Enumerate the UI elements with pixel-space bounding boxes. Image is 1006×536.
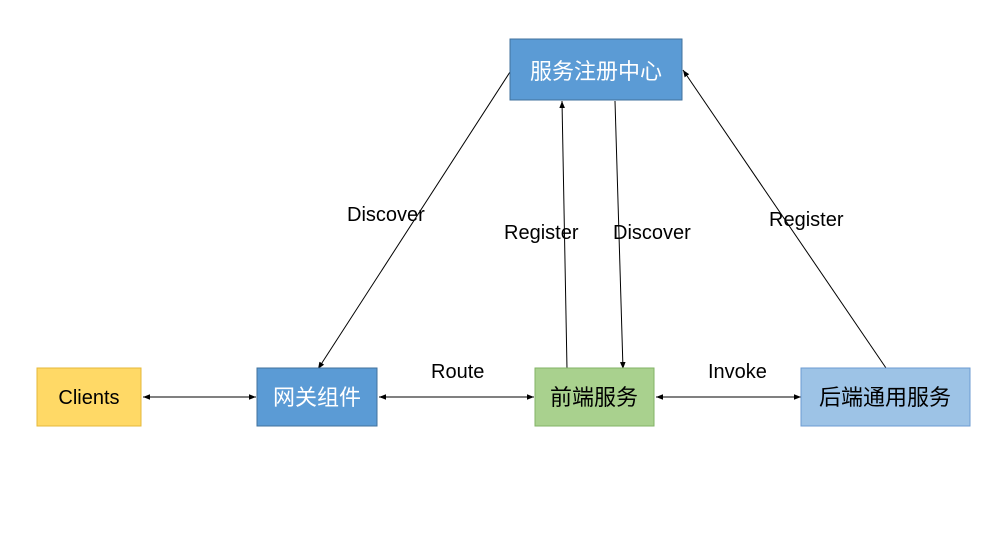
- node-gateway-box: [256, 367, 378, 427]
- edge-backend-to-registry: [682, 69, 887, 369]
- node-gateway: 网关组件: [256, 367, 378, 427]
- node-registry-label: 服务注册中心: [530, 60, 662, 85]
- node-backend-label: 后端通用服务: [819, 386, 951, 411]
- node-backend: 后端通用服务: [800, 367, 971, 427]
- node-clients-box: [36, 367, 142, 427]
- node-clients: Clients: [36, 367, 142, 427]
- node-registry-box: [509, 38, 683, 101]
- label-frontend-register: Register: [504, 222, 579, 244]
- node-registry: 服务注册中心: [509, 38, 683, 101]
- node-gateway-label: 网关组件: [273, 386, 361, 411]
- node-frontend-box: [534, 367, 655, 427]
- edge-registry-to-frontend: [614, 100, 626, 370]
- label-invoke: Invoke: [708, 361, 767, 383]
- edge-registry-to-gateway: [317, 71, 511, 370]
- node-backend-box: [800, 367, 971, 427]
- edge-frontend-to-registry: [559, 100, 568, 370]
- label-frontend-discover: Discover: [613, 222, 691, 244]
- node-frontend-label: 前端服务: [550, 386, 638, 411]
- label-gateway-discover: Discover: [347, 204, 425, 226]
- label-backend-register: Register: [769, 209, 844, 231]
- node-clients-label: Clients: [58, 387, 119, 409]
- label-route: Route: [431, 361, 484, 383]
- node-frontend: 前端服务: [534, 367, 655, 427]
